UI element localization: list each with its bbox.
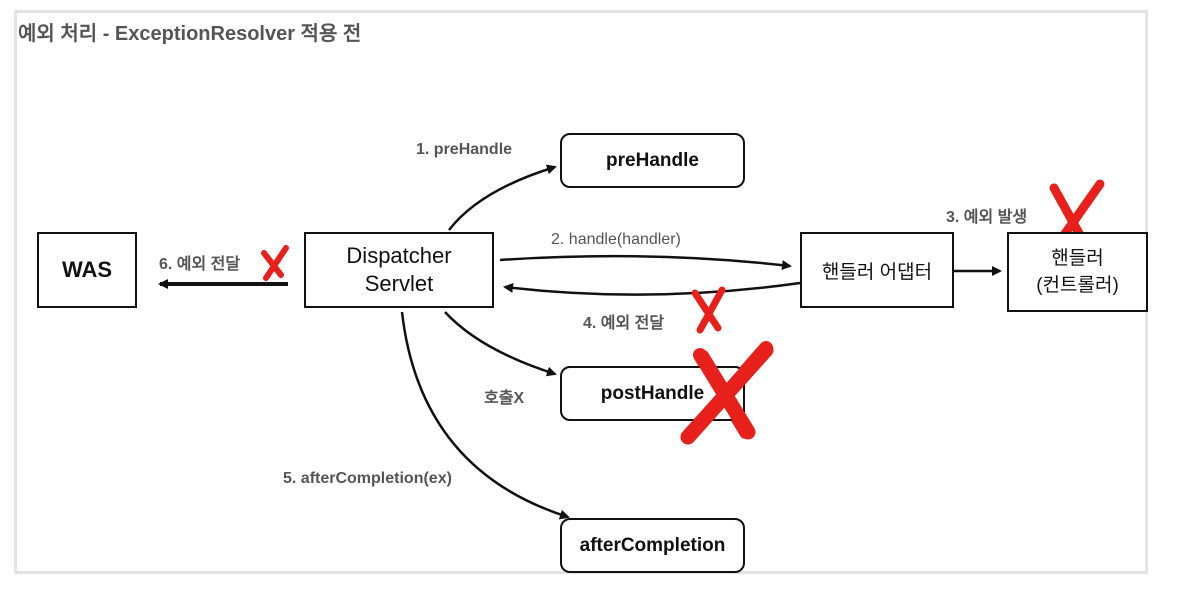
- edge-label-no-call: 호출X: [484, 390, 525, 407]
- handler-label-line2: (컨트롤러): [1036, 275, 1119, 296]
- edge-aftercompletion: [400, 311, 570, 520]
- prehandle-label: preHandle: [606, 149, 699, 171]
- edge-label-exception-occur: 3. 예외 발생: [946, 209, 1028, 226]
- handler-adapter-node: 핸들러 어댑터: [800, 232, 954, 308]
- diagram-title: 예외 처리 - ExceptionResolver 적용 전: [18, 23, 362, 45]
- edge-label-aftercompletion: 5. afterCompletion(ex): [283, 470, 452, 487]
- was-node: WAS: [37, 232, 137, 308]
- cross-mark-icon: [261, 245, 289, 281]
- handler-label-line1: 핸들러: [1051, 248, 1104, 269]
- edge-label-prehandle: 1. preHandle: [416, 141, 513, 158]
- aftercompletion-node: afterCompletion: [560, 518, 745, 573]
- edge-exception-return: [503, 281, 801, 296]
- edge-label-exception-return: 4. 예외 전달: [583, 315, 665, 332]
- edge-label-handle: 2. handle(handler): [551, 231, 681, 248]
- diagram-frame: [14, 10, 1148, 574]
- dispatcher-label-line1: Dispatcher: [346, 243, 452, 268]
- prehandle-node: preHandle: [560, 133, 745, 188]
- adapter-label: 핸들러 어댑터: [821, 261, 933, 283]
- edge-posthandle: [444, 311, 557, 377]
- cross-mark-icon: [691, 286, 726, 334]
- edge-label-to-was: 6. 예외 전달: [159, 256, 241, 273]
- edge-handle: [499, 254, 792, 271]
- edge-prehandle: [448, 164, 557, 231]
- aftercompletion-label: afterCompletion: [579, 534, 726, 556]
- cross-mark-icon: [1049, 179, 1105, 243]
- posthandle-node: postHandle: [560, 366, 745, 421]
- was-label: WAS: [61, 257, 113, 282]
- dispatcher-label-line2: Servlet: [364, 271, 434, 296]
- posthandle-label: postHandle: [600, 382, 705, 404]
- dispatcher-servlet-node: Dispatcher Servlet: [304, 232, 494, 308]
- handler-controller-node: 핸들러 (컨트롤러): [1007, 232, 1148, 312]
